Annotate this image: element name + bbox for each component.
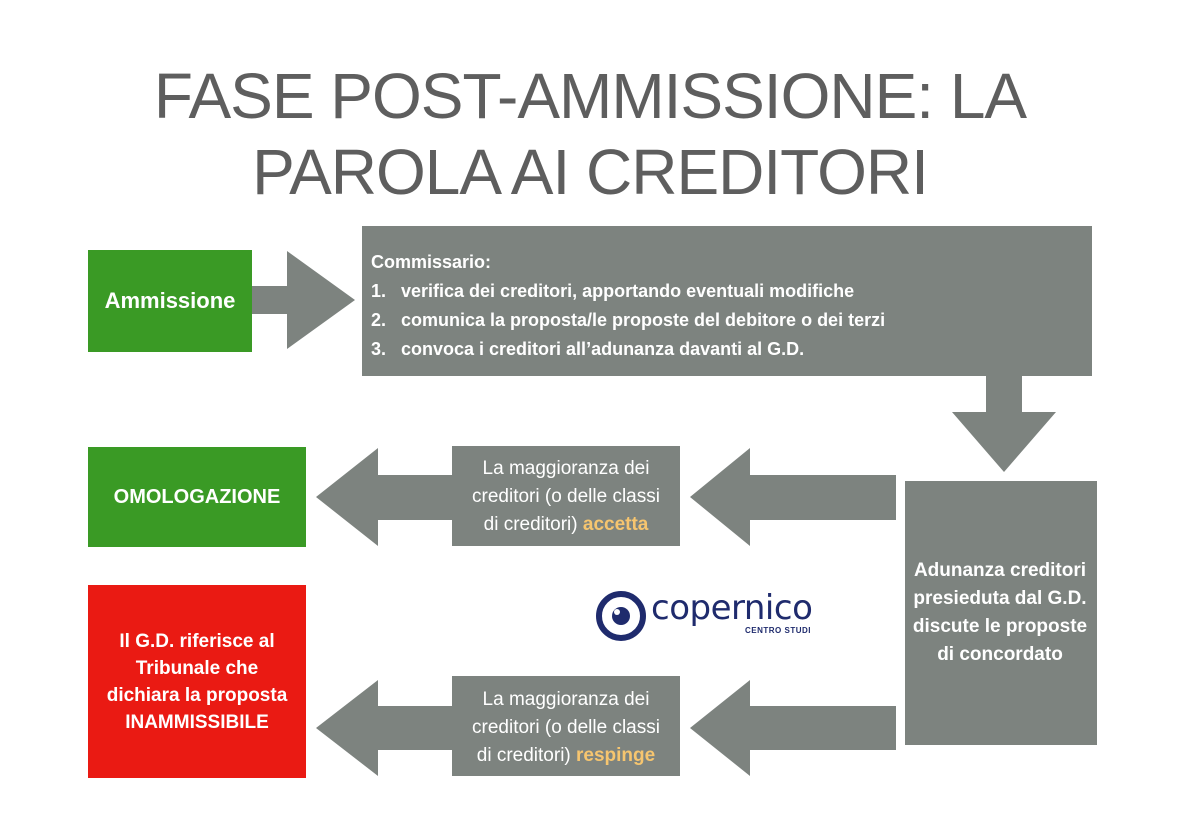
title-line-1: FASE POST-AMMISSIONE: LA [153,60,1027,132]
adunanza-box [905,481,1097,745]
copernico-logo-subtitle: CENTRO STUDI [745,626,811,635]
respinge-line-1: La maggioranza dei [482,689,650,710]
commissario-item-2: 2. comunica la proposta/le proposte del d… [371,306,1092,335]
respinge-line-3-prefix: di creditori) [476,745,577,766]
copernico-logo-name: copernico [651,588,813,628]
accetta-line-3-prefix: di creditori) [483,514,583,535]
arrow-down-to-adunanza [952,376,1056,472]
accetta-line-1: La maggioranza dei [482,458,650,479]
omologazione-label: OMOLOGAZIONE [113,485,281,508]
commissario-content: Commissario: 1. verifica dei creditori, a… [365,228,1092,376]
commissario-heading: Commissario: [371,252,492,272]
commissario-item-3: 3. convoca i creditori all’adunanza davan… [371,335,1092,364]
inammissibile-line-1: Il G.D. riferisce al [119,630,275,652]
accetta-content: La maggioranza dei creditori (o delle cl… [452,455,680,539]
page-title: FASE POST-AMMISSIONE: LA PAROLA AI CREDI… [80,58,1100,210]
commissario-item-3-num: 3. [371,339,387,359]
commissario-item-1: 1. verifica dei creditori, apportando eve… [371,277,1092,306]
commissario-item-2-num: 2. [371,310,387,330]
arrow-accetta-left [316,448,452,546]
copernico-logo: copernico CENTRO STUDI [595,588,815,644]
respinge-content: La maggioranza dei creditori (o delle cl… [452,686,680,770]
arrow-to-commissario [252,251,355,349]
commissario-box [362,226,1092,376]
commissario-item-1-num: 1. [371,281,387,301]
commissario-item-2-text: comunica la proposta/le proposte del deb… [401,310,886,330]
respinge-highlight: respinge [576,745,656,766]
accetta-line-2: creditori (o delle classi [472,486,660,507]
accetta-box [452,446,680,546]
inammissibile-line-3: dichiara la proposta [106,684,288,706]
ammissione-label: Ammissione [104,288,236,313]
commissario-item-1-text: verifica dei creditori, apportando event… [401,281,855,301]
respinge-box [452,676,680,776]
inammissibile-line-2: Tribunale che [135,657,259,679]
adunanza-content: Adunanza creditori presieduta dal G.D. d… [905,483,1095,743]
ammissione-box: Ammissione [88,250,252,352]
inammissibile-box: Il G.D. riferisce al Tribunale che dichi… [88,585,306,778]
arrow-respinge-right [690,680,896,776]
inammissibile-text: Il G.D. riferisce al Tribunale che dichi… [107,628,288,736]
respinge-line-2: creditori (o delle classi [472,717,660,738]
copernico-logo-icon [596,591,646,641]
commissario-item-3-text: convoca i creditori all’adunanza davanti… [401,339,805,359]
omologazione-box: OMOLOGAZIONE [88,447,306,547]
arrow-accetta-right [690,448,896,546]
respinge-line-3: di creditori) respinge [452,742,680,770]
commissario-list: 1. verifica dei creditori, apportando eve… [371,277,1092,364]
accetta-line-3: di creditori) accetta [452,511,680,539]
title-line-2: PAROLA AI CREDITORI [252,136,929,208]
accetta-highlight: accetta [582,514,649,535]
arrow-respinge-left [316,680,452,776]
inammissibile-line-4: INAMMISSIBILE [125,711,269,733]
adunanza-text: Adunanza creditori presieduta dal G.D. d… [912,560,1088,665]
